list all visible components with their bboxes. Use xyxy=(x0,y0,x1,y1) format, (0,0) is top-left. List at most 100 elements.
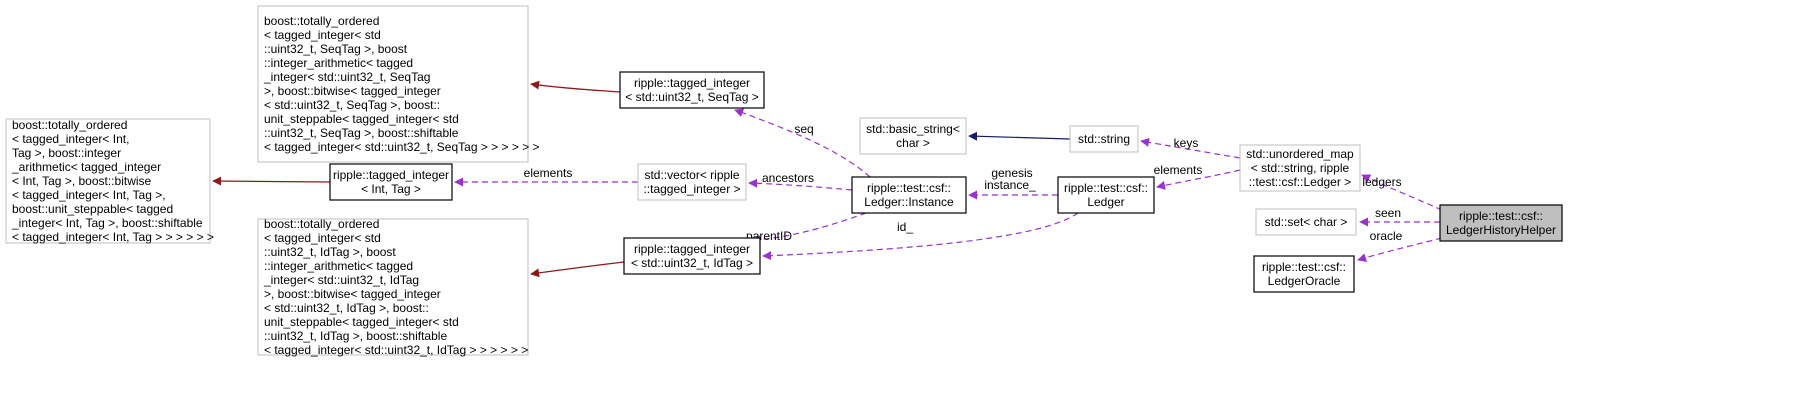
edge-line xyxy=(968,131,1071,141)
node-box xyxy=(1253,255,1355,293)
node-label-line: < std::string, ripple xyxy=(1251,161,1350,175)
node-ledger-history-helper[interactable]: ripple::test::csf::LedgerHistoryHelper xyxy=(1439,204,1563,242)
node-label-line: ripple::test::csf:: xyxy=(1459,209,1543,223)
node-csf-ledger[interactable]: ripple::test::csf::Ledger xyxy=(1057,176,1155,214)
edge-keys: keys xyxy=(1140,136,1241,159)
node-basic-string[interactable]: std::basic_string<char > xyxy=(859,117,967,155)
node-label-line: unit_steppable< tagged_integer< std xyxy=(264,112,459,126)
node-label-line: Tag >, boost::integer xyxy=(12,146,121,160)
edge-label: seq xyxy=(794,122,813,136)
edge-label: keys xyxy=(1174,136,1199,150)
node-label-line: ::test::csf::Ledger > xyxy=(1249,175,1351,189)
node-label-line: _integer< std::uint32_t, SeqTag xyxy=(263,70,430,84)
edge-label: ledgers xyxy=(1362,175,1401,189)
node-label-line: ripple::tagged_integer xyxy=(333,168,449,182)
edge-label: seen xyxy=(1375,206,1401,220)
edge-line xyxy=(762,212,1079,261)
node-label-line: std::string xyxy=(1078,132,1130,146)
node-label-line: LedgerHistoryHelper xyxy=(1446,223,1556,237)
node-box xyxy=(623,237,761,275)
node-label-line: ripple::test::csf:: xyxy=(1064,181,1148,195)
node-vector-tagged[interactable]: std::vector< ripple::tagged_integer > xyxy=(637,163,747,201)
edge-id: id_ xyxy=(762,212,1079,261)
node-totally-ordered-seq[interactable]: boost::totally_ordered< tagged_integer< … xyxy=(257,5,540,163)
node-tagged-int-tag[interactable]: ripple::tagged_integer< Int, Tag > xyxy=(329,163,453,201)
node-tagged-seq[interactable]: ripple::tagged_integer< std::uint32_t, S… xyxy=(619,71,765,109)
node-label-line: < tagged_integer< std xyxy=(264,231,381,245)
node-label-line: < tagged_integer< Int, xyxy=(12,132,129,146)
node-label-line: ::uint32_t, SeqTag >, boost::shiftable xyxy=(264,126,459,140)
node-label-line: ripple::test::csf:: xyxy=(867,181,951,195)
node-box xyxy=(859,117,967,155)
node-box xyxy=(1439,204,1563,242)
node-box xyxy=(1057,176,1155,214)
node-label-line: std::set< char > xyxy=(1265,215,1348,229)
node-label-line: ::uint32_t, IdTag >, boost::shiftable xyxy=(264,329,447,343)
edge-label: genesis xyxy=(991,166,1032,180)
node-ledger-instance[interactable]: ripple::test::csf::Ledger::Instance xyxy=(851,176,967,214)
edge-line xyxy=(530,80,621,93)
edge-label: instance_ xyxy=(984,178,1036,192)
node-box xyxy=(257,218,529,356)
edge-line xyxy=(734,108,871,178)
edge-label: ancestors xyxy=(762,171,814,185)
node-label-line: Ledger xyxy=(1087,195,1124,209)
edge-ledgers: ledgers xyxy=(1361,174,1443,211)
node-label-line: ::uint32_t, SeqTag >, boost xyxy=(264,42,408,56)
node-label-line: < Int, Tag > xyxy=(361,182,421,196)
node-ledger-oracle[interactable]: ripple::test::csf::LedgerOracle xyxy=(1253,255,1355,293)
edge-elements-vec: elements xyxy=(454,166,638,187)
edge-line xyxy=(212,176,331,186)
node-box xyxy=(637,163,747,201)
node-label-line: std::vector< ripple xyxy=(644,168,739,182)
node-label-line: >, boost::bitwise< tagged_integer xyxy=(264,287,441,301)
node-box xyxy=(1255,208,1357,236)
edge-line xyxy=(751,212,867,245)
nodes-layer: ripple::test::csf::LedgerHistoryHelper st… xyxy=(5,5,1563,357)
node-label-line: < tagged_integer< Int, Tag >, xyxy=(12,188,166,202)
node-label-line: < std::uint32_t, SeqTag > xyxy=(625,90,758,104)
node-box xyxy=(329,163,453,201)
node-label-line: < std::uint32_t, IdTag > xyxy=(631,256,753,270)
node-box xyxy=(1239,144,1361,192)
node-label-line: < Int, Tag >, boost::bitwise xyxy=(12,174,152,188)
edge-seq: seq xyxy=(734,108,871,178)
node-label-line: char > xyxy=(896,136,930,150)
edge-parent: parentID xyxy=(746,212,867,245)
node-label-line: ::uint32_t, IdTag >, boost xyxy=(264,245,396,259)
node-label-line: ripple::tagged_integer xyxy=(634,76,750,90)
node-box xyxy=(257,5,529,163)
node-std-string[interactable]: std::string xyxy=(1069,125,1139,153)
edge-line xyxy=(1156,169,1241,190)
edge-ancestors: ancestors xyxy=(748,171,853,191)
node-label-line: std::unordered_map xyxy=(1246,147,1354,161)
node-label-line: ripple::tagged_integer xyxy=(634,242,750,256)
edge-line xyxy=(1140,137,1241,159)
node-unordered-map[interactable]: std::unordered_map< std::string, ripple:… xyxy=(1239,144,1361,192)
node-totally-ordered-int[interactable]: boost::totally_ordered< tagged_integer< … xyxy=(5,118,214,244)
edge-label: elements xyxy=(524,166,573,180)
edge-to-int xyxy=(212,176,331,186)
edge-elements-map: elements xyxy=(1154,163,1241,190)
node-label-line: std::basic_string< xyxy=(866,122,960,136)
node-label-line: ::integer_arithmetic< tagged xyxy=(264,56,413,70)
node-totally-ordered-id[interactable]: boost::totally_ordered< tagged_integer< … xyxy=(257,217,529,357)
edge-label: oracle xyxy=(1370,229,1403,243)
node-label-line: _integer< std::uint32_t, IdTag xyxy=(263,273,419,287)
node-label-line: < std::uint32_t, SeqTag >, boost:: xyxy=(264,98,440,112)
node-label-line: unit_steppable< tagged_integer< std xyxy=(264,315,459,329)
node-std-set[interactable]: std::set< char > xyxy=(1255,208,1357,236)
node-label-line: boost::unit_steppable< tagged xyxy=(12,202,173,216)
node-label-line: < std::uint32_t, IdTag >, boost:: xyxy=(264,301,429,315)
edge-label: elements xyxy=(1154,163,1203,177)
node-label-line: ::integer_arithmetic< tagged xyxy=(264,259,413,273)
node-label-line: LedgerOracle xyxy=(1268,274,1341,288)
node-label-line: boost::totally_ordered xyxy=(12,118,127,132)
node-label-line: boost::totally_ordered xyxy=(264,14,379,28)
edge-seen: seen xyxy=(1359,206,1440,227)
edge-oracle: oracle xyxy=(1357,229,1443,263)
edge-line xyxy=(530,261,625,278)
node-label-line: >, boost::bitwise< tagged_integer xyxy=(264,84,441,98)
node-tagged-id[interactable]: ripple::tagged_integer< std::uint32_t, I… xyxy=(623,237,761,275)
